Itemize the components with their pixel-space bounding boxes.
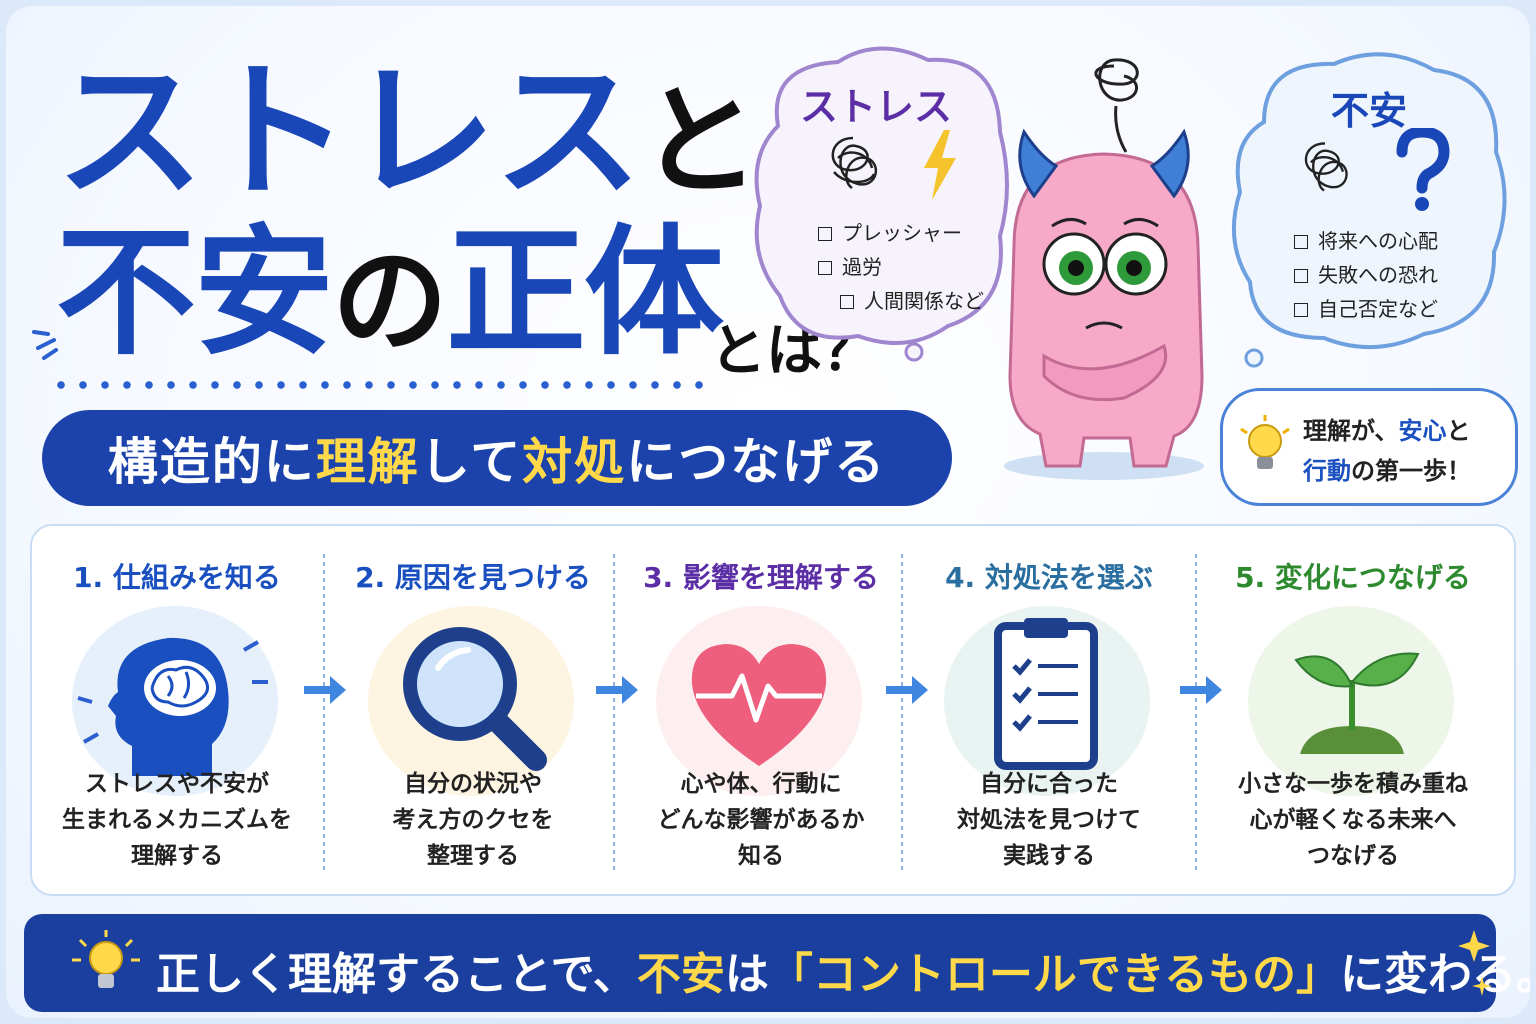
anxiety-item: 自己否定など bbox=[1294, 292, 1438, 326]
step-separator bbox=[613, 554, 615, 874]
lightning-icon bbox=[924, 130, 956, 200]
speech-bubble: 理解が、安心と 行動の第一歩！ bbox=[1220, 388, 1518, 506]
step-heading: 1. 仕組みを知る bbox=[73, 561, 281, 594]
step-heading: 5. 変化につなげる bbox=[1235, 561, 1471, 594]
lightbulb-icon bbox=[72, 930, 140, 988]
steps-panel: 1. 仕組みを知る ストレスや不安が生まれるメカニズムを理解する 2. 原因を見… bbox=[30, 524, 1516, 896]
bottom-message: 正しく理解することで、不安は「コントロールできるもの」に変わる。 bbox=[156, 949, 1530, 1000]
speech-text: 理解が、安心と 行動の第一歩！ bbox=[1303, 417, 1471, 485]
step-icon-circle bbox=[944, 606, 1150, 796]
spark-lines-icon bbox=[32, 330, 58, 360]
title-line-1: ストレスと bbox=[56, 46, 760, 218]
step-2: 2. 原因を見つける 自分の状況や考え方のクセを整理する bbox=[328, 526, 618, 898]
lightbulb-icon bbox=[1240, 415, 1290, 469]
anxiety-cloud-title: 不安 bbox=[1330, 89, 1407, 133]
step-separator bbox=[323, 554, 325, 874]
subtitle-banner: 構造的に理解して対処につなげる bbox=[42, 410, 952, 506]
anxiety-thought-cloud: 不安 将来への心配 失敗への恐れ 自己否定など bbox=[1224, 42, 1514, 374]
arrow-right-icon bbox=[596, 676, 638, 704]
step-separator bbox=[901, 554, 903, 874]
step-4: 4. 対処法を選ぶ 自分に合った対処法を見つけて実践する bbox=[904, 526, 1194, 898]
step-description: ストレスや不安が生まれるメカニズムを理解する bbox=[62, 771, 292, 869]
stress-item: 過労 bbox=[818, 250, 984, 284]
step-icon-circle bbox=[1248, 606, 1454, 796]
stress-cloud-title: ストレス bbox=[799, 85, 952, 129]
pink-monster-character bbox=[1004, 58, 1204, 480]
heart-pulse-icon bbox=[691, 644, 827, 766]
dotted-divider bbox=[50, 380, 710, 390]
step-icon-circle bbox=[368, 606, 574, 796]
anxiety-item: 失敗への恐れ bbox=[1294, 258, 1438, 292]
step-icon-circle bbox=[656, 606, 862, 796]
title-line-2: 不安の正体 bbox=[56, 212, 724, 375]
step-description: 小さな一歩を積み重ね心が軽くなる未来へつなげる bbox=[1238, 771, 1468, 869]
step-description: 自分に合った対処法を見つけて実践する bbox=[957, 771, 1141, 869]
arrow-right-icon bbox=[1180, 676, 1222, 704]
question-mark-icon bbox=[1396, 128, 1450, 211]
bottom-banner: 正しく理解することで、不安は「コントロールできるもの」に変わる。 bbox=[24, 914, 1530, 1012]
stress-item: プレッシャー bbox=[818, 216, 984, 250]
infographic-frame: ストレスと 不安の正体 とは？ 構造的に理解して対処につなげる ストレス プレッ… bbox=[6, 6, 1530, 1018]
cloud-shape bbox=[754, 46, 1009, 362]
step-3: 3. 影響を理解する 心や体、行動にどんな影響があるか知る bbox=[616, 526, 906, 898]
stress-thought-cloud: ストレス プレッシャー 過労 人間関係など bbox=[738, 36, 1014, 368]
head-brain-icon bbox=[77, 637, 268, 776]
sparkle-icon bbox=[1458, 930, 1492, 996]
arrow-right-icon bbox=[304, 676, 346, 704]
step-separator bbox=[1195, 554, 1197, 874]
cloud-shape bbox=[1231, 52, 1507, 368]
step-5: 5. 変化につなげる 小さな一歩を積み重ね心が軽くなる未来へつなげる bbox=[1208, 526, 1498, 898]
stress-item: 人間関係など bbox=[818, 284, 984, 318]
anxiety-item: 将来への心配 bbox=[1294, 224, 1438, 258]
stress-cloud-items: プレッシャー 過労 人間関係など bbox=[818, 216, 984, 318]
step-heading: 2. 原因を見つける bbox=[355, 561, 591, 594]
step-description: 自分の状況や考え方のクセを整理する bbox=[392, 771, 554, 869]
sprout-icon bbox=[1294, 652, 1420, 754]
step-icon-circle bbox=[72, 606, 278, 796]
step-1: 1. 仕組みを知る ストレスや不安が生まれるメカニズムを理解する bbox=[32, 526, 322, 898]
arrow-right-icon bbox=[886, 676, 928, 704]
magnifier-icon bbox=[403, 627, 547, 771]
step-heading: 3. 影響を理解する bbox=[643, 561, 879, 594]
step-description: 心や体、行動にどんな影響があるか知る bbox=[657, 771, 865, 869]
anxiety-cloud-items: 将来への心配 失敗への恐れ 自己否定など bbox=[1294, 224, 1438, 326]
step-heading: 4. 対処法を選ぶ bbox=[945, 561, 1153, 594]
tangled-scribble-icon bbox=[1304, 142, 1348, 192]
clipboard-checklist-icon bbox=[994, 618, 1098, 770]
tangled-scribble-icon bbox=[831, 136, 878, 190]
